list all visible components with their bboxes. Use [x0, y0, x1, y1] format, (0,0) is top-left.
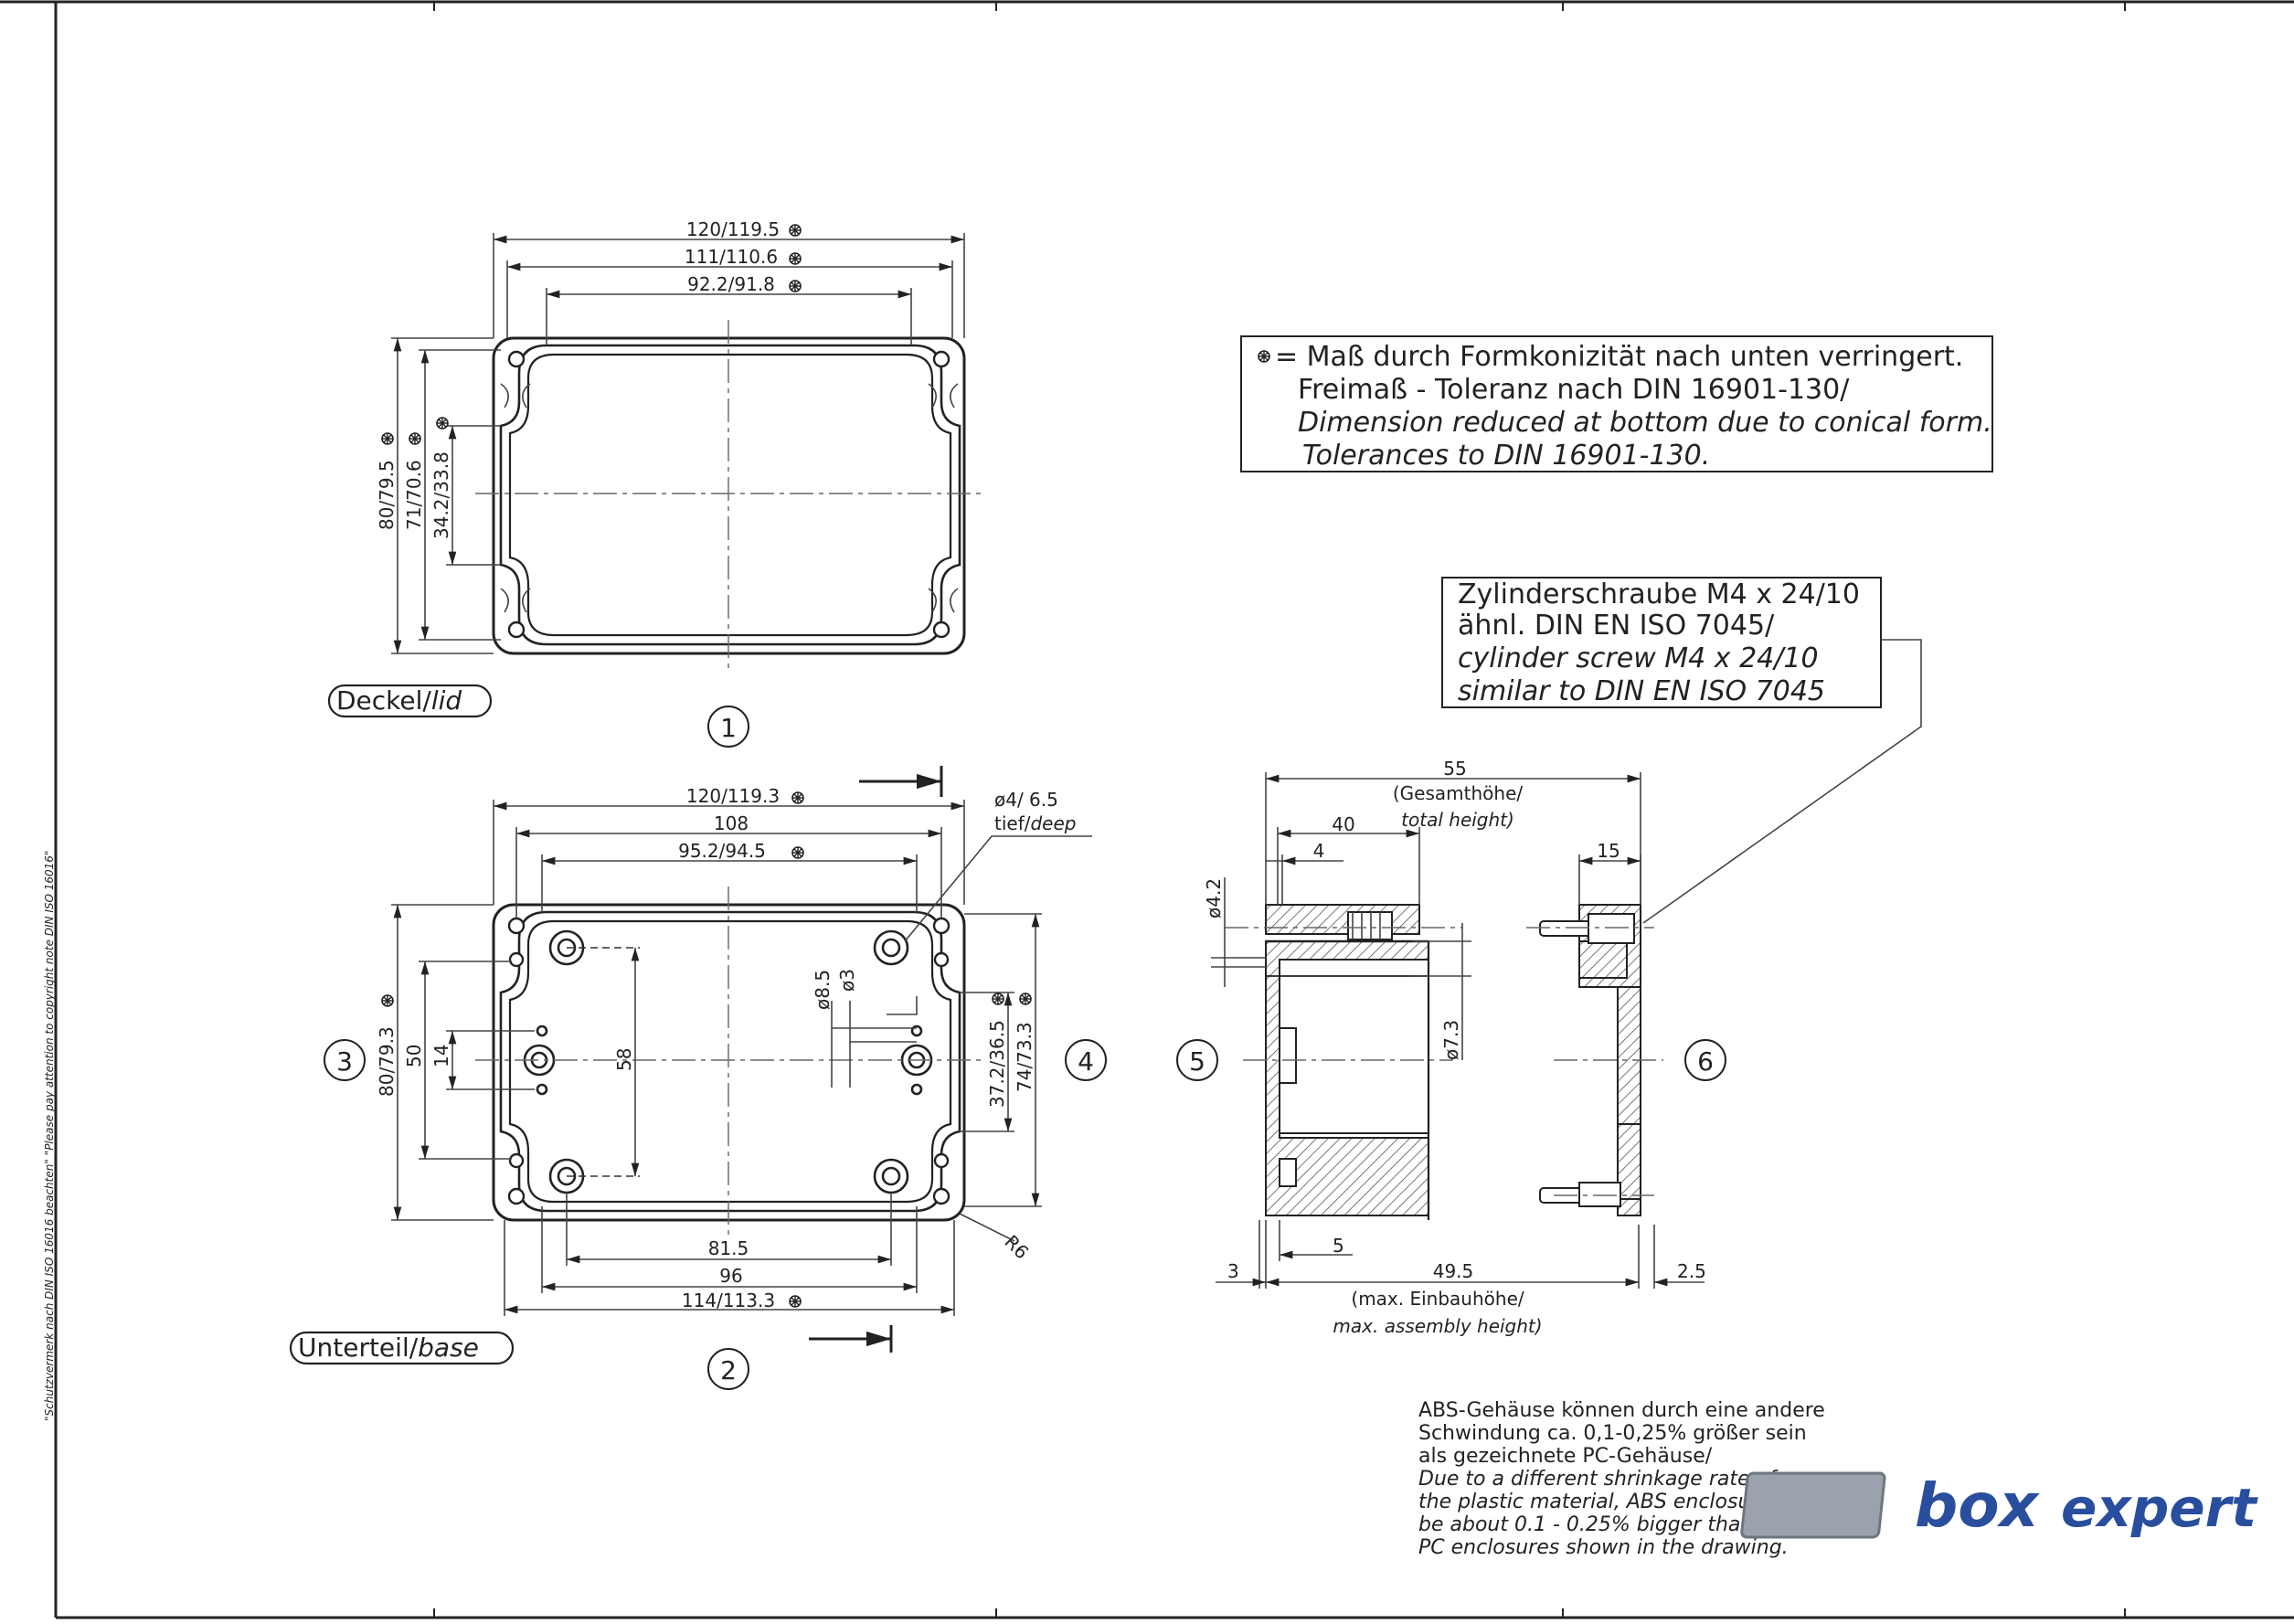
boxexpert-logo: box expert — [1740, 1470, 2258, 1541]
lid-dim-width-mid: 111/110.6 — [685, 246, 778, 268]
tolerance-note-line1: = Maß durch Formkonizität nach unten ver… — [1275, 341, 1963, 373]
section-dim-15: 15 — [1597, 840, 1620, 862]
tolerance-note: = Maß durch Formkonizität nach unten ver… — [1240, 335, 1993, 472]
section-dim-5: 5 — [1333, 1235, 1344, 1257]
base-dim-right-1: 37.2/36.5 — [986, 1020, 1008, 1108]
section-dim-495: 49.5 — [1433, 1260, 1474, 1282]
lid-dim-width-inner: 92.2/91.8 — [687, 273, 775, 295]
base-dim-58: 58 — [613, 1048, 635, 1071]
base-dim-bottom-outer: 114/113.3 — [682, 1290, 775, 1311]
abs-note-line4: Due to a different shrinkage rate of — [1418, 1468, 1779, 1491]
lid-view: 120/119.5 111/110.6 92.2/91.8 80/79.5 71… — [327, 218, 982, 748]
copyright-note: "Schutzvermerk nach DIN ISO 16016 beacht… — [43, 851, 56, 1421]
lid-view-number: 1 — [720, 713, 737, 743]
section-dim-3: 3 — [1227, 1260, 1239, 1282]
section-total-height-de: (Gesamthöhe/ — [1393, 782, 1523, 804]
section-view-6: 15 6 — [1526, 840, 1726, 1216]
screw-note-line4: similar to DIN EN ISO 7045 — [1458, 675, 1825, 707]
lid-dim-height-outer: 80/79.5 — [376, 460, 398, 530]
screw-note-line3: cylinder screw M4 x 24/10 — [1458, 642, 1819, 674]
asterisk-icon — [1019, 992, 1032, 1005]
asterisk-icon — [992, 992, 1004, 1005]
base-dim-108: 108 — [714, 812, 749, 834]
logo-box-text: box — [1915, 1470, 2041, 1541]
base-side-right-number: 4 — [1078, 1046, 1094, 1077]
base-dim-height-outer: 80/79.3 — [376, 1026, 398, 1097]
screw-note: Zylinderschraube M4 x 24/10 ähnl. DIN EN… — [1441, 577, 1922, 924]
section-view-6-number: 6 — [1697, 1046, 1714, 1077]
lid-dim-height-mid: 71/70.6 — [403, 460, 425, 530]
base-hole-note-2: tief/deep — [994, 812, 1076, 834]
abs-note: ABS-Gehäuse können durch eine andere Sch… — [1418, 1399, 1825, 1559]
section-dim-25: 2.5 — [1677, 1260, 1706, 1282]
asterisk-icon — [789, 1295, 802, 1308]
base-dim-14: 14 — [430, 1045, 452, 1067]
section-assembly-de: (max. Einbauhöhe/ — [1351, 1288, 1524, 1310]
abs-note-line3: als gezeichnete PC-Gehäuse/ — [1418, 1445, 1713, 1468]
base-view: 120/119.3 108 95.2/94.5 ø4/ 6.5 tief/dee… — [289, 766, 1107, 1390]
asterisk-icon — [1258, 350, 1270, 363]
section-dim-55: 55 — [1443, 758, 1466, 780]
base-dim-d85: ø8.5 — [812, 970, 834, 1010]
base-label: Unterteil/base — [298, 1332, 479, 1363]
asterisk-icon — [791, 791, 804, 804]
tolerance-note-line3: Dimension reduced at bottom due to conic… — [1298, 407, 1992, 439]
section-view-5-number: 5 — [1189, 1046, 1205, 1077]
asterisk-icon — [789, 252, 802, 265]
section-dim-d42: ø4.2 — [1203, 878, 1225, 918]
abs-note-line2: Schwindung ca. 0,1-0,25% größer sein — [1418, 1422, 1807, 1445]
base-side-left-number: 3 — [336, 1046, 353, 1077]
base-dim-81: 81.5 — [708, 1237, 749, 1259]
base-dim-96: 96 — [719, 1265, 742, 1287]
section-dim-4: 4 — [1313, 840, 1325, 862]
lid-dim-height-inner: 34.2/33.8 — [430, 451, 452, 539]
asterisk-icon — [791, 846, 804, 859]
base-view-number: 2 — [720, 1355, 737, 1385]
base-radius: R6 — [1000, 1231, 1033, 1264]
base-dim-50: 50 — [403, 1045, 425, 1067]
tolerance-note-line4: Tolerances to DIN 16901-130. — [1302, 440, 1710, 472]
abs-note-line6: be about 0.1 - 0.25% bigger than the — [1418, 1513, 1792, 1536]
lid-label-de: Deckel/lid — [336, 685, 462, 716]
base-dim-width-outer: 120/119.3 — [686, 785, 780, 807]
base-dim-right-2: 74/73.3 — [1014, 1022, 1035, 1092]
asterisk-icon — [789, 280, 802, 292]
section-dim-40: 40 — [1332, 813, 1354, 835]
asterisk-icon — [409, 432, 421, 445]
logo-expert-text: expert — [2061, 1477, 2258, 1539]
asterisk-icon — [381, 994, 394, 1007]
abs-note-line7: PC enclosures shown in the drawing. — [1418, 1536, 1789, 1559]
section-assembly-en: max. assembly height) — [1333, 1315, 1542, 1337]
screw-note-line1: Zylinderschraube M4 x 24/10 — [1458, 578, 1860, 610]
base-dim-width-inner: 95.2/94.5 — [678, 840, 766, 862]
section-view-5: 55 (Gesamthöhe/ total height) 40 4 ø4.2 … — [1176, 758, 1706, 1337]
abs-note-line1: ABS-Gehäuse können durch eine andere — [1418, 1399, 1825, 1422]
base-hole-note-1: ø4/ 6.5 — [994, 789, 1058, 811]
asterisk-icon — [381, 432, 394, 445]
screw-note-line2: ähnl. DIN EN ISO 7045/ — [1458, 610, 1775, 642]
tolerance-note-line2: Freimaß - Toleranz nach DIN 16901-130/ — [1298, 374, 1850, 406]
section-total-height-en: total height) — [1401, 809, 1514, 831]
asterisk-icon — [436, 417, 449, 430]
lid-dim-width-outer: 120/119.5 — [686, 218, 780, 240]
section-dim-d73: ø7.3 — [1440, 1020, 1462, 1060]
base-dim-d3: ø3 — [836, 969, 858, 992]
asterisk-icon — [789, 224, 802, 237]
